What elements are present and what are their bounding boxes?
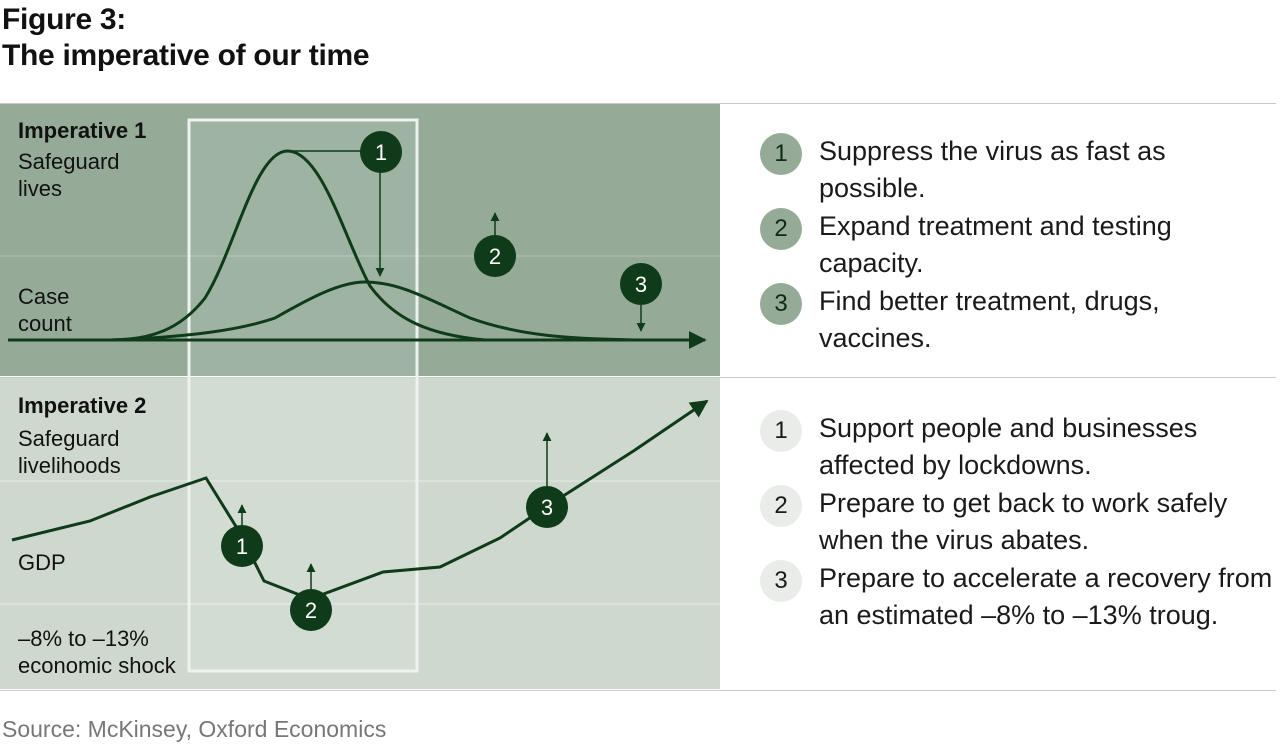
number-badge: 3 bbox=[760, 283, 802, 325]
top-marker-1: 1 bbox=[360, 131, 402, 173]
panel-imperative-2 bbox=[0, 378, 720, 689]
bottom-marker-1-label: 1 bbox=[236, 534, 248, 559]
case-count-label-line1: Case bbox=[18, 284, 70, 309]
economic-shock-label: –8% to –13% economic shock bbox=[18, 625, 176, 679]
case-count-peak-curve bbox=[8, 149, 620, 342]
panel-imperative-1 bbox=[0, 104, 720, 376]
number-badge: 2 bbox=[760, 208, 802, 250]
number-badge: 1 bbox=[760, 133, 802, 175]
bottom-marker-2-label: 2 bbox=[305, 598, 317, 623]
list-item: 2 Prepare to get back to work safely whe… bbox=[760, 485, 1276, 559]
list-item: 2 Expand treatment and testing capacity. bbox=[760, 208, 1276, 282]
bottom-divider bbox=[0, 690, 1276, 691]
list-item: 3 Find better treatment, drugs, vaccines… bbox=[760, 283, 1276, 357]
list-item-text: Prepare to accelerate a recovery from an… bbox=[819, 563, 1273, 630]
list-item-text: Expand treatment and testing capacity. bbox=[819, 211, 1172, 278]
list-item: 1 Suppress the virus as fast as possible… bbox=[760, 133, 1276, 207]
gdp-label: GDP bbox=[18, 550, 66, 575]
imperative-1-subheading-line1: Safeguard bbox=[18, 149, 120, 174]
bottom-marker-3-label: 3 bbox=[541, 495, 553, 520]
case-count-label-line2: count bbox=[18, 311, 72, 336]
imperative-1-heading: Imperative 1 bbox=[18, 118, 147, 143]
list-item: 3 Prepare to accelerate a recovery from … bbox=[760, 560, 1276, 634]
imperative-1-subheading-line2: lives bbox=[18, 176, 63, 201]
number-badge: 3 bbox=[760, 560, 802, 602]
case-count-label: Case count bbox=[18, 283, 72, 337]
imperative-2-heading: Imperative 2 bbox=[18, 393, 147, 418]
economic-shock-line2: economic shock bbox=[18, 653, 176, 678]
source-note: Source: McKinsey, Oxford Economics bbox=[2, 716, 387, 742]
middle-divider bbox=[0, 377, 1276, 378]
imperative-2-subheading-line1: Safeguard bbox=[18, 426, 120, 451]
figure-number: Figure 3: bbox=[2, 3, 126, 36]
economic-shock-line1: –8% to –13% bbox=[18, 626, 149, 651]
list-item-text: Support people and businesses affected b… bbox=[819, 413, 1198, 480]
imperative-2-subheading: Safeguard livelihoods bbox=[18, 425, 121, 479]
top-marker-1-label: 1 bbox=[375, 140, 387, 165]
imperative-2-subheading-line2: livelihoods bbox=[18, 453, 121, 478]
bottom-marker-1: 1 bbox=[221, 525, 263, 567]
list-item-text: Prepare to get back to work safely when … bbox=[819, 488, 1228, 555]
imperative-1-action-list: 1 Suppress the virus as fast as possible… bbox=[760, 133, 1276, 358]
case-count-flattened-curve bbox=[109, 280, 641, 342]
figure-heading: The imperative of our time bbox=[2, 39, 370, 72]
imperative-1-subheading: Safeguard lives bbox=[18, 148, 120, 202]
number-badge: 2 bbox=[760, 485, 802, 527]
list-item: 1 Support people and businesses affected… bbox=[760, 410, 1276, 484]
bottom-marker-2: 2 bbox=[290, 589, 332, 631]
number-badge: 1 bbox=[760, 410, 802, 452]
list-item-text: Find better treatment, drugs, vaccines. bbox=[819, 286, 1160, 353]
list-item-text: Suppress the virus as fast as possible. bbox=[819, 136, 1166, 203]
imperative-2-action-list: 1 Support people and businesses affected… bbox=[760, 410, 1276, 635]
highlight-window bbox=[187, 118, 419, 673]
top-marker-2: 2 bbox=[474, 235, 516, 277]
top-marker-2-label: 2 bbox=[489, 244, 501, 269]
bottom-marker-3: 3 bbox=[526, 486, 568, 528]
top-divider bbox=[0, 103, 1276, 104]
top-marker-3: 3 bbox=[620, 263, 662, 305]
figure-title: Figure 3: The imperative of our time bbox=[2, 2, 370, 74]
top-marker-3-label: 3 bbox=[635, 272, 647, 297]
